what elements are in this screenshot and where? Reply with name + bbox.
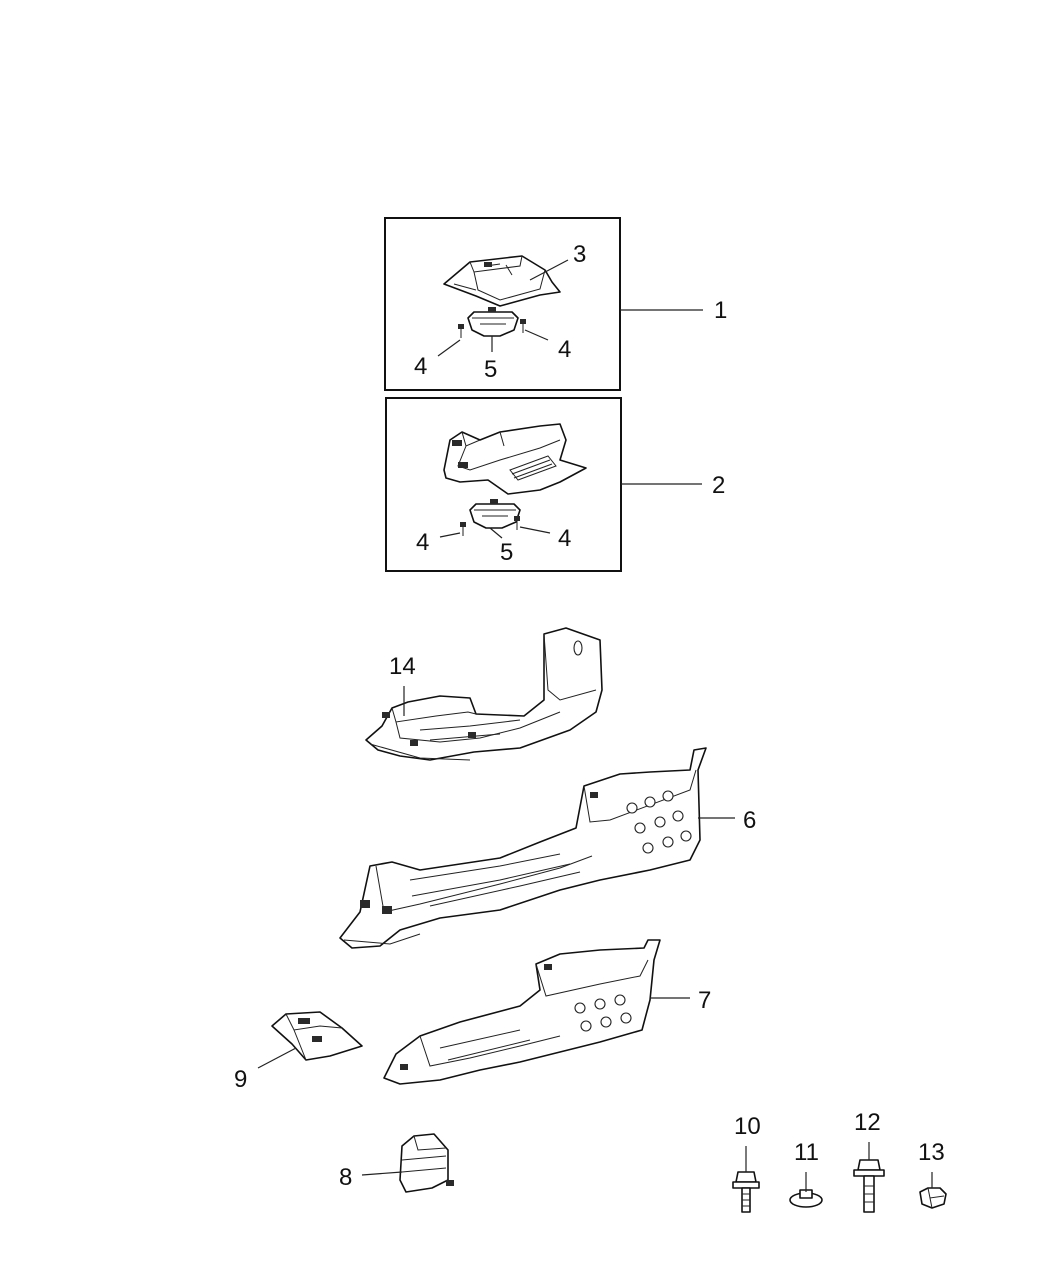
assembly-1-box <box>384 217 621 391</box>
callout-4: 4 <box>558 525 571 552</box>
leader-lines <box>257 259 933 1192</box>
callout-12: 12 <box>854 1109 881 1136</box>
callout-labels: 1 2 3 4 4 5 4 4 5 14 6 7 9 8 10 11 12 13 <box>234 241 945 1191</box>
part-5-bracket <box>467 307 519 337</box>
callout-14: 14 <box>389 653 416 680</box>
part-11-nut <box>789 1189 823 1208</box>
callout-6: 6 <box>743 807 756 834</box>
callout-8: 8 <box>339 1164 352 1191</box>
callout-5: 5 <box>484 356 497 383</box>
part-4-bolt-right <box>520 319 526 333</box>
part-4-bolt-right-lower <box>514 516 520 530</box>
part-12-bolt <box>853 1159 885 1213</box>
part-7-skid-plate <box>383 939 661 1085</box>
callout-13: 13 <box>918 1139 945 1166</box>
part-4-bolt-left-lower <box>460 522 466 536</box>
part-6-skid-plate <box>339 747 707 949</box>
part-4-bolt-left <box>458 324 464 338</box>
part-9-bracket <box>271 1011 363 1061</box>
callout-11: 11 <box>794 1139 819 1166</box>
callout-5: 5 <box>500 539 513 566</box>
part-8-bracket <box>399 1133 454 1193</box>
part-14-skid-plate <box>365 627 603 761</box>
callout-10: 10 <box>734 1113 761 1140</box>
callout-4: 4 <box>414 353 427 380</box>
part-10-bolt <box>732 1171 760 1213</box>
callout-2: 2 <box>712 472 725 499</box>
part-5-bracket-lower <box>469 499 521 529</box>
part-13-nut <box>919 1187 947 1209</box>
callout-3: 3 <box>573 241 586 268</box>
callout-9: 9 <box>234 1066 247 1093</box>
callout-4: 4 <box>416 529 429 556</box>
part-2-skid-plate <box>443 423 587 495</box>
callout-1: 1 <box>714 297 727 324</box>
callout-4: 4 <box>558 336 571 363</box>
part-3-skid-plate <box>443 255 561 307</box>
callout-7: 7 <box>698 987 711 1014</box>
